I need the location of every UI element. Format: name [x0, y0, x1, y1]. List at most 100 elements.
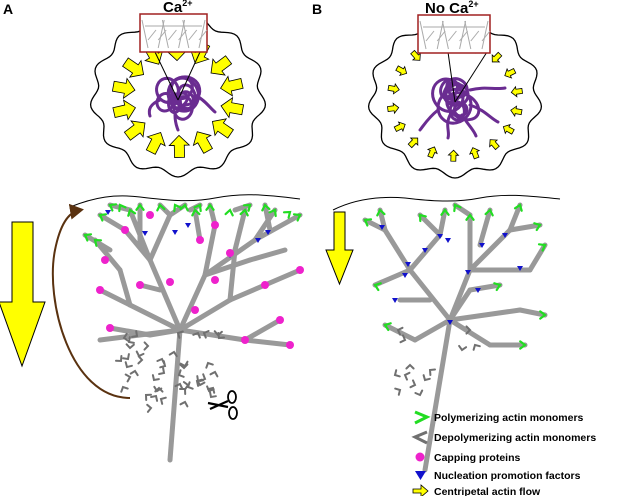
capping-protein — [211, 221, 219, 229]
nucleation-factor — [465, 270, 471, 275]
polymerizing-monomer — [242, 203, 252, 212]
actin-filament — [202, 257, 253, 278]
actin-filament — [437, 207, 448, 238]
depolymerizing-monomer — [409, 379, 417, 389]
flow-arrow — [111, 77, 136, 100]
legend-label-depolymerizing: Depolymerizing actin monomers — [434, 432, 596, 444]
actin-filament — [507, 202, 523, 233]
capping-protein — [276, 316, 284, 324]
depolymerizing-monomer — [176, 330, 184, 339]
flow-arrow — [168, 134, 191, 158]
chromatin-loop — [166, 76, 200, 113]
depolymerizing-monomer — [199, 373, 207, 382]
actin-filament — [227, 247, 238, 303]
flow-arrow — [393, 121, 406, 133]
membrane-line-b — [332, 194, 561, 211]
nucleation-factor — [172, 230, 178, 235]
polymerizing-monomer — [533, 222, 542, 232]
capping-protein — [191, 306, 199, 314]
polymerizing-monomer — [83, 233, 93, 242]
zoom-lines-b — [447, 51, 488, 103]
depolymerizing-monomer — [465, 325, 472, 335]
depolymerizing-monomer — [150, 394, 159, 402]
legend-item-polymerizing: Polymerizing actin monomers — [414, 410, 584, 425]
green-chevron-icon — [414, 410, 431, 425]
mini-filament — [141, 19, 149, 49]
polymerizing-monomer — [268, 208, 277, 218]
polymerizing-monomer — [282, 210, 292, 219]
depolymerizing-monomers-b — [393, 325, 481, 397]
flow-arrow — [220, 96, 245, 119]
polymerizing-monomer — [418, 213, 427, 223]
polymerizing-monomer — [108, 203, 118, 212]
yellow-arrow-icon — [412, 484, 429, 496]
capping-protein — [241, 336, 249, 344]
flow-arrow — [426, 146, 438, 159]
polymerizing-monomer — [191, 208, 201, 217]
nucleation-factors-b — [379, 225, 523, 325]
polymerizing-monomer — [98, 213, 108, 222]
mini-tree-a — [141, 19, 208, 49]
flow-arrow — [510, 85, 523, 98]
polymerizing-monomer — [179, 203, 189, 212]
nucleation-factor — [142, 231, 148, 236]
actin-filament — [262, 202, 273, 233]
polymerizing-monomer — [118, 203, 127, 213]
polymerizing-monomer — [193, 203, 202, 213]
depolymerizing-monomer — [156, 357, 166, 365]
depolymerizing-monomer — [206, 385, 215, 393]
actin-filament — [147, 212, 173, 263]
depolymerizing-monomer — [205, 361, 214, 369]
nucleation-factor — [402, 273, 408, 278]
legend-item-capping: Capping proteins — [415, 452, 520, 464]
depolymerizing-monomer — [179, 400, 189, 408]
flow-arrow — [447, 149, 460, 162]
big-flow-arrow-a — [0, 221, 46, 368]
flow-arrow — [407, 137, 419, 149]
polymerizing-monomer — [261, 203, 271, 212]
mini-filament — [459, 20, 467, 50]
cell-outline-a — [89, 16, 267, 178]
mini-filament — [459, 30, 468, 42]
actin-filament — [97, 287, 133, 308]
capping-protein — [121, 226, 129, 234]
capping-protein — [106, 324, 114, 332]
actin-filament — [252, 207, 278, 243]
polymerizing-monomers-b — [363, 203, 547, 350]
actin-filament — [117, 267, 133, 308]
actin-filament — [477, 207, 493, 248]
depolymerizing-monomer — [124, 373, 132, 383]
chromatin-strand — [147, 98, 162, 118]
actin-filament — [447, 317, 493, 348]
depolymerizing-monomer — [207, 386, 216, 394]
depolymerizing-monomer — [159, 396, 167, 405]
flow-arrow — [211, 118, 234, 139]
scissors-icon — [207, 390, 238, 420]
mini-filament — [481, 20, 489, 50]
depolymerizing-monomer — [458, 344, 468, 352]
actin-filament — [127, 302, 183, 333]
blue-triangle-icon — [415, 471, 426, 480]
polymerizing-monomer — [156, 203, 166, 212]
polymerizing-monomer — [376, 208, 386, 217]
depolymerizing-monomer — [146, 403, 153, 413]
mini-filament — [182, 19, 190, 49]
polymerizing-monomer — [453, 203, 462, 213]
chromatin-strand — [446, 113, 452, 140]
nucleation-factor — [517, 266, 523, 271]
big-flow-arrow-b — [325, 211, 354, 286]
chromatin-strand — [173, 113, 180, 132]
actin-filament — [232, 207, 248, 253]
depolymerizing-monomer — [196, 379, 206, 387]
polymerizing-monomer — [383, 322, 392, 332]
flow-arrow — [387, 82, 400, 95]
membrane-line-a — [69, 194, 301, 208]
actin-filament — [247, 247, 288, 263]
depolymerizing-monomer — [129, 369, 139, 377]
actin-filament — [242, 317, 283, 343]
actin-filament — [97, 327, 183, 343]
depolymerizing-monomer — [127, 336, 135, 344]
nucleation-factor — [422, 248, 428, 253]
depolymerizing-monomer — [158, 367, 166, 375]
mini-filament — [470, 30, 480, 42]
